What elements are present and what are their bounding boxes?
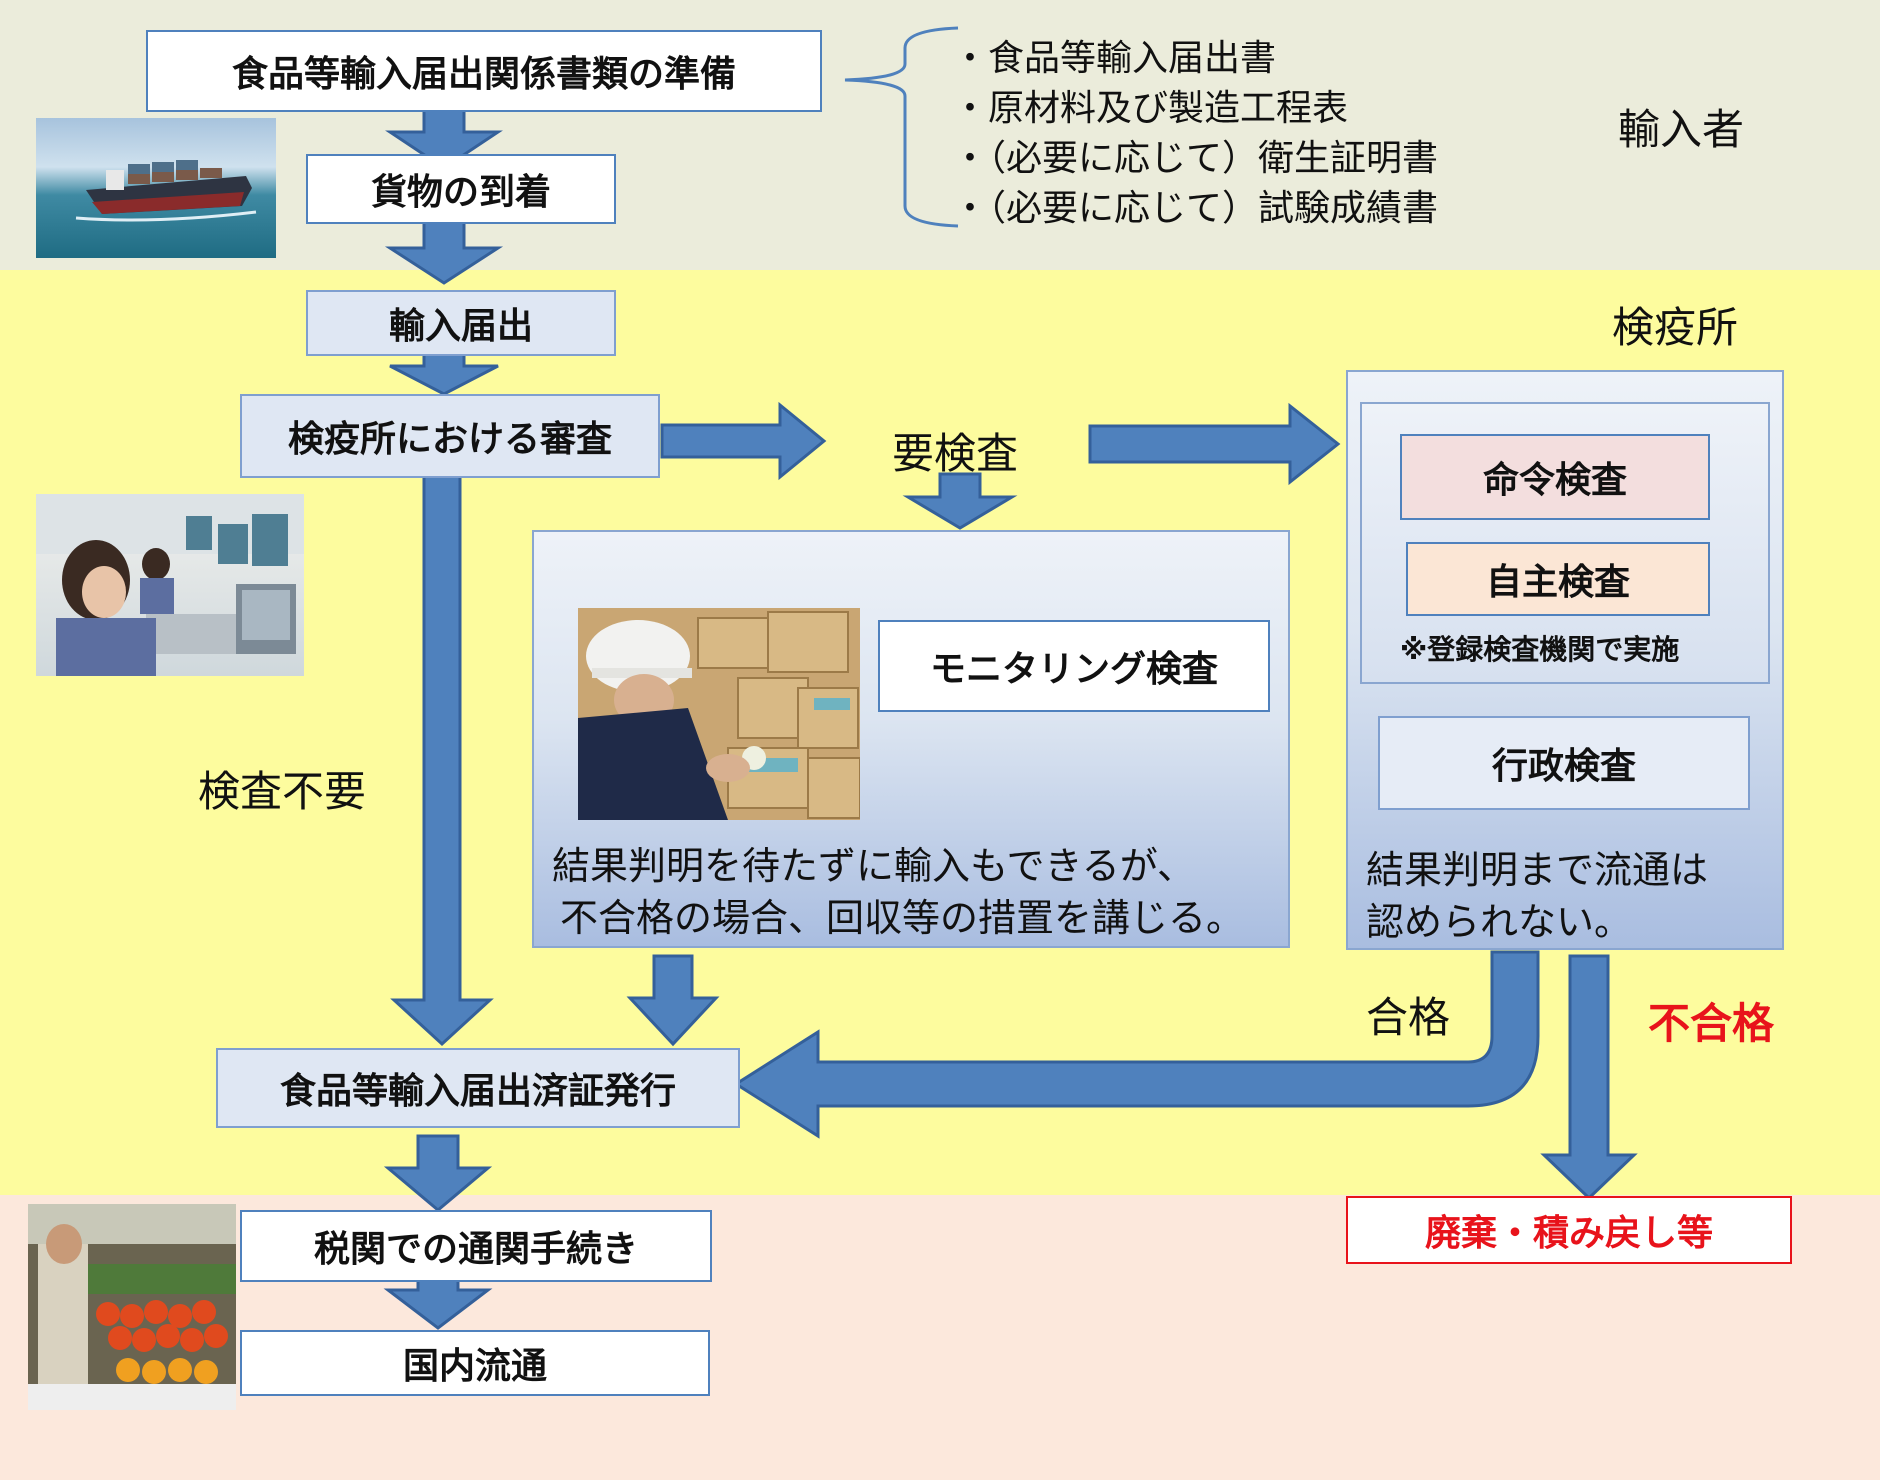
- administrative-note: 結果判明まで流通は 認められない。: [1366, 844, 1708, 948]
- arrow-review-to-certificate: [390, 472, 494, 1047]
- monitoring-inspection-box: モニタリング検査: [878, 620, 1270, 712]
- arrow-required-to-monitoring: [902, 472, 1018, 530]
- inspection-required-label: 要検査: [892, 429, 1019, 478]
- prep-documents-box: 食品等輸入届出関係書類の準備: [146, 30, 822, 112]
- arrow-prep-to-arrival: [385, 106, 503, 170]
- voluntary-inspection-box: 自主検査: [1406, 542, 1710, 616]
- arrow-certificate-to-customs: [383, 1134, 493, 1212]
- administrative-note-line: 結果判明まで流通は: [1366, 848, 1709, 892]
- cargo-arrival-box: 貨物の到着: [306, 154, 616, 224]
- document-item: ・（必要に応じて）衛生証明書: [952, 138, 1439, 179]
- pass-label: 合格: [1366, 993, 1451, 1042]
- fail-label: 不合格: [1648, 999, 1775, 1048]
- importer-label: 輸入者: [1618, 105, 1745, 154]
- arrow-customs-to-distribution: [383, 1276, 493, 1330]
- arrow-notification-to-review: [389, 350, 499, 396]
- certificate-issuance-box: 食品等輸入届出済証発行: [216, 1048, 740, 1128]
- arrow-arrival-to-notification: [384, 220, 504, 285]
- no-inspection-label: 検査不要: [198, 767, 367, 816]
- monitoring-note: 結果判明を待たずに輸入もできるが、 不合格の場合、回収等の措置を講じる。: [552, 840, 1244, 944]
- monitoring-note-line: 結果判明を待たずに輸入もできるが、: [552, 844, 1195, 888]
- quarantine-label: 検疫所: [1612, 303, 1739, 352]
- grocery-produce-photo: [28, 1204, 236, 1410]
- administrative-inspection-box: 行政検査: [1378, 716, 1750, 810]
- arrow-required-to-panel: [1088, 402, 1341, 486]
- registered-agency-note: ※登録検査機関で実施: [1400, 633, 1680, 666]
- disposal-box: 廃棄・積み戻し等: [1346, 1196, 1792, 1264]
- customs-clearance-box: 税関での通関手続き: [240, 1210, 712, 1282]
- arrow-review-to-required: [660, 401, 827, 481]
- arrow-pass-to-certificate: [733, 950, 1540, 1139]
- domestic-distribution-box: 国内流通: [240, 1330, 710, 1396]
- import-notification-box: 輸入届出: [306, 290, 616, 356]
- administrative-note-line: 認められない。: [1366, 900, 1633, 944]
- monitoring-note-line: 不合格の場合、回収等の措置を講じる。: [560, 896, 1245, 940]
- cargo-ship-photo: [36, 118, 276, 258]
- arrow-fail-to-disposal: [1540, 954, 1638, 1201]
- document-item: ・（必要に応じて）試験成績書: [952, 188, 1439, 229]
- office-staff-photo: [36, 494, 304, 676]
- document-brace: [844, 26, 959, 228]
- arrow-monitoring-to-certificate: [626, 954, 720, 1047]
- document-item: ・原材料及び製造工程表: [952, 88, 1349, 129]
- document-list: ・食品等輸入届出書 ・原材料及び製造工程表 ・（必要に応じて）衛生証明書 ・（必…: [952, 34, 1438, 234]
- quarantine-review-box: 検疫所における審査: [240, 394, 660, 478]
- document-item: ・食品等輸入届出書: [952, 38, 1277, 79]
- ordered-inspection-box: 命令検査: [1400, 434, 1710, 520]
- inspector-boxes-photo: [578, 608, 860, 820]
